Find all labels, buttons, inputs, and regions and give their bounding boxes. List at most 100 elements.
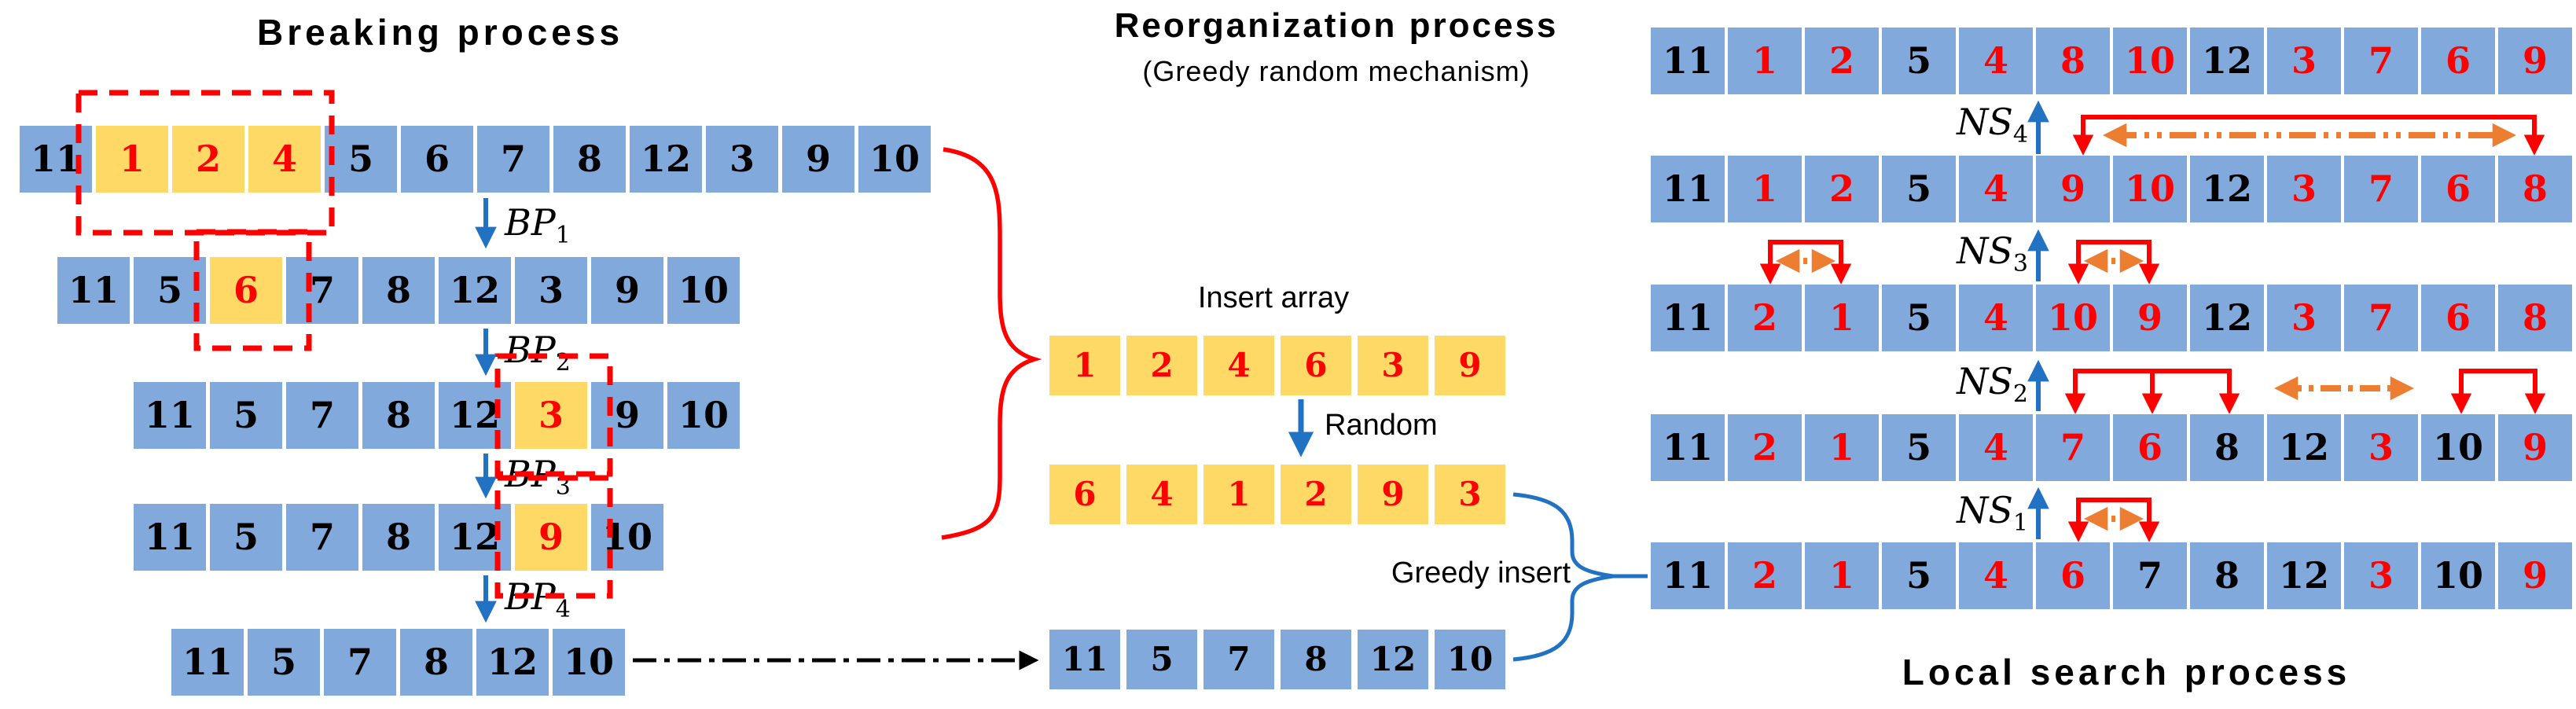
array-cell: 5 <box>1882 414 1956 481</box>
array-cell: 6 <box>2421 285 2495 351</box>
bp2-label: BP2 <box>505 329 571 377</box>
array-cell: 10 <box>858 126 931 193</box>
array-cell: 6 <box>2036 542 2110 609</box>
array-cell: 8 <box>362 257 435 324</box>
array-cell: 8 <box>400 629 472 696</box>
bp1-label: BP1 <box>505 201 571 250</box>
random-label: Random <box>1325 409 1438 442</box>
array-cell: 11 <box>1651 285 1725 351</box>
breaking-process-title: Breaking process <box>256 12 624 53</box>
array-cell: 10 <box>2421 542 2495 609</box>
array-cell: 9 <box>2498 542 2572 609</box>
array-cell: 3 <box>2267 156 2341 222</box>
array-cell: 12 <box>2190 156 2264 222</box>
array-cell: 4 <box>1959 156 2033 222</box>
array-cell: 4 <box>1959 542 2033 609</box>
array-cell: 1 <box>1805 414 1879 481</box>
array-cell: 1 <box>1049 336 1120 395</box>
array-cell: 6 <box>401 126 473 193</box>
array-cell: 10 <box>553 629 625 696</box>
insert-array-label: Insert array <box>1197 281 1350 314</box>
array-cell: 8 <box>2498 285 2572 351</box>
array-cell: 10 <box>2421 414 2495 481</box>
array-cell: 4 <box>1126 465 1197 524</box>
array-cell: 5 <box>1126 630 1197 689</box>
array-cell: 12 <box>630 126 702 193</box>
array-cell: 11 <box>134 382 206 449</box>
array-cell: 8 <box>2036 28 2110 94</box>
array-cell: 9 <box>2498 28 2572 94</box>
array-cell: 12 <box>439 504 511 571</box>
array-cell: 10 <box>2113 28 2187 94</box>
array-cell: 3 <box>2267 28 2341 94</box>
array-cell: 2 <box>1281 465 1351 524</box>
array-cell: 1 <box>1728 28 1802 94</box>
greedy-insert-label: Greedy insert <box>1391 557 1571 590</box>
array-cell: 12 <box>439 382 511 449</box>
array-cell: 9 <box>1358 465 1428 524</box>
array-cell: 6 <box>210 257 282 324</box>
array-cell: 1 <box>1728 156 1802 222</box>
array-cell: 10 <box>667 382 740 449</box>
reorganization-process-title: Reorganization process <box>1114 6 1559 45</box>
array-cell: 3 <box>2344 414 2418 481</box>
array-cell: 8 <box>2190 414 2264 481</box>
ns2-label: NS2 <box>1957 360 2028 409</box>
array-cell: 5 <box>210 382 282 449</box>
array-cell: 11 <box>1049 630 1120 689</box>
array-cell: 5 <box>325 126 397 193</box>
array-cell: 7 <box>286 382 358 449</box>
array-cell: 1 <box>96 126 168 193</box>
array-cell: 7 <box>286 257 358 324</box>
array-cell: 11 <box>20 126 92 193</box>
array-cell: 7 <box>2344 156 2418 222</box>
array-cell: 2 <box>1805 156 1879 222</box>
array-cell: 5 <box>1882 542 1956 609</box>
array-cell: 2 <box>172 126 244 193</box>
array-cell: 9 <box>591 257 663 324</box>
array-cell: 11 <box>171 629 244 696</box>
array-cell: 11 <box>57 257 130 324</box>
array-cell: 7 <box>286 504 358 571</box>
array-cell: 7 <box>1203 630 1274 689</box>
array-cell: 4 <box>1203 336 1274 395</box>
array-cell: 12 <box>1358 630 1428 689</box>
array-cell: 4 <box>1959 414 2033 481</box>
array-cell: 10 <box>591 504 663 571</box>
array-cell: 5 <box>134 257 206 324</box>
array-cell: 11 <box>1651 156 1725 222</box>
array-cell: 12 <box>2190 285 2264 351</box>
array-cell: 4 <box>1959 28 2033 94</box>
bp3-label: BP3 <box>505 453 571 501</box>
array-cell: 7 <box>2113 542 2187 609</box>
array-cell: 11 <box>134 504 206 571</box>
array-cell: 8 <box>362 504 435 571</box>
array-cell: 8 <box>2498 156 2572 222</box>
array-cell: 3 <box>706 126 778 193</box>
array-cell: 4 <box>248 126 321 193</box>
array-cell: 1 <box>1805 285 1879 351</box>
array-cell: 12 <box>439 257 511 324</box>
array-cell: 3 <box>515 382 587 449</box>
ns1-label: NS1 <box>1957 489 2028 538</box>
array-cell: 2 <box>1728 414 1802 481</box>
ns3-label: NS3 <box>1957 230 2028 278</box>
array-cell: 3 <box>515 257 587 324</box>
array-cell: 5 <box>248 629 320 696</box>
array-cell: 1 <box>1203 465 1274 524</box>
array-cell: 11 <box>1651 542 1725 609</box>
array-cell: 6 <box>2113 414 2187 481</box>
bp4-label: BP4 <box>505 575 571 624</box>
array-cell: 12 <box>476 629 549 696</box>
array-cell: 5 <box>1882 28 1956 94</box>
array-cell: 3 <box>2344 542 2418 609</box>
array-cell: 10 <box>2113 156 2187 222</box>
array-cell: 7 <box>2344 285 2418 351</box>
